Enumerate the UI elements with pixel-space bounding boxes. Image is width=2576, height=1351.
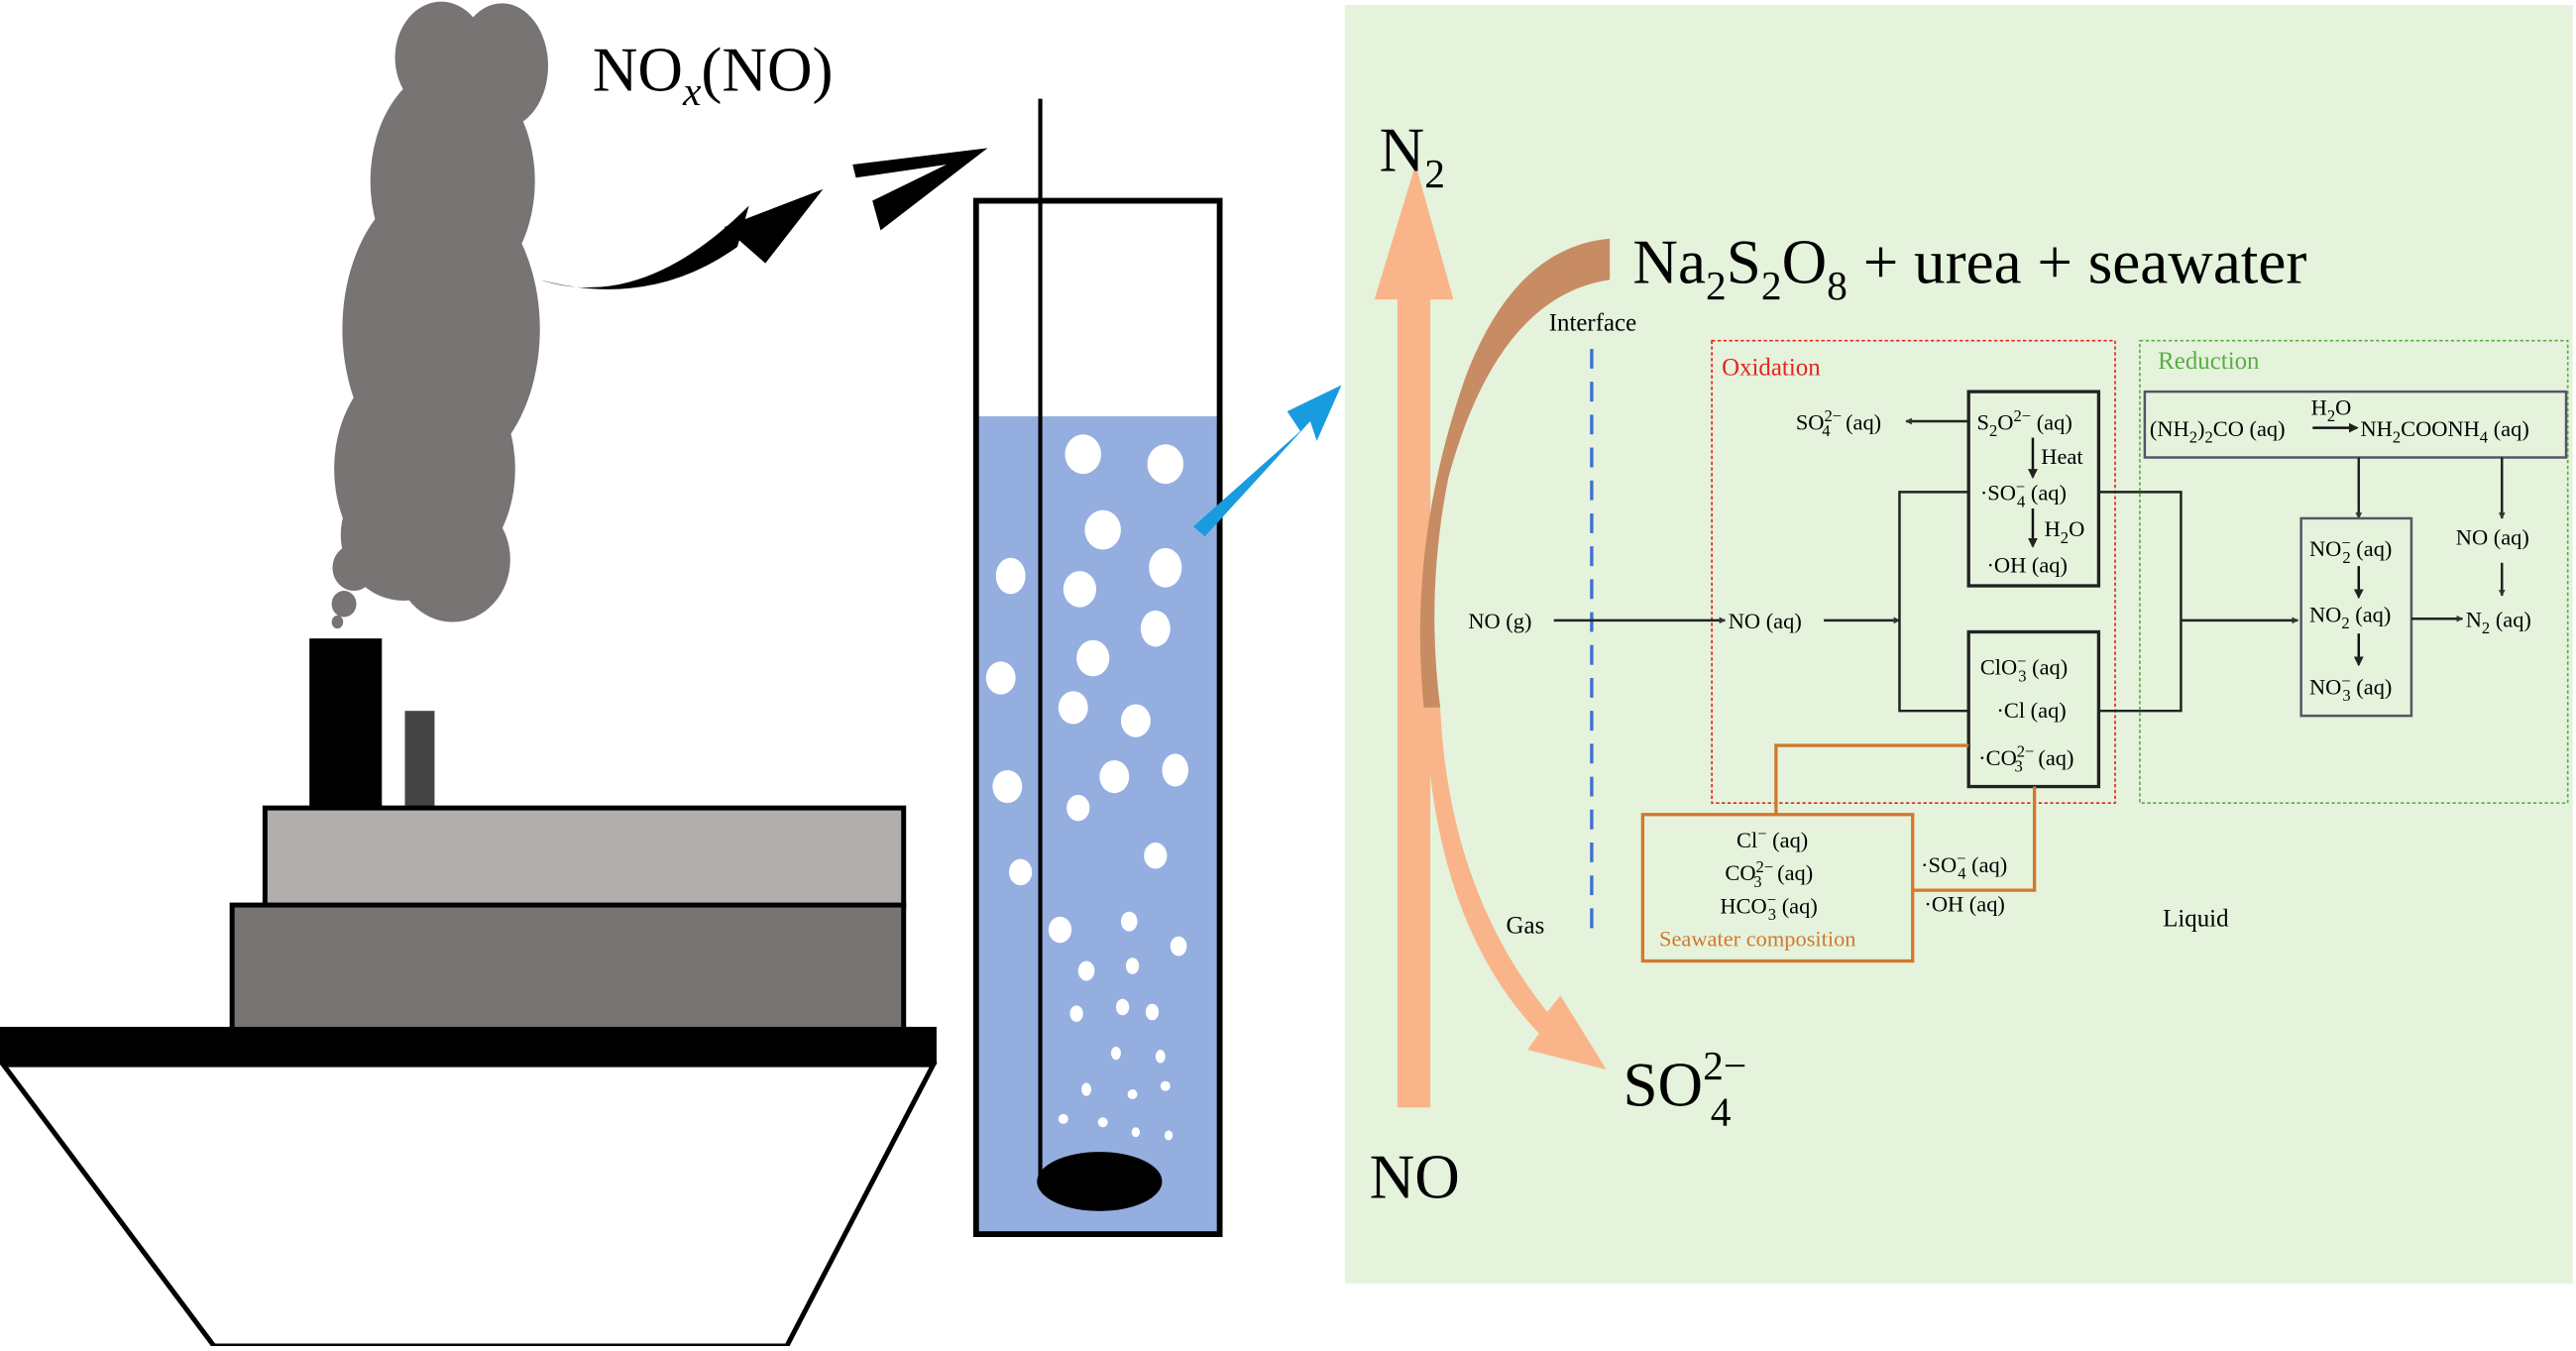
- co3-radical-species: ·CO2−3 (aq): [1978, 742, 2073, 776]
- zoom-arrow-icon: [1193, 385, 1342, 537]
- persulfate-box: [1966, 390, 2101, 588]
- liquid-label: Liquid: [2163, 906, 2229, 933]
- seawater-hco3: HCO−3 (aq): [1720, 890, 1817, 924]
- heat-label: Heat: [2041, 444, 2083, 469]
- ship-hull: [0, 1062, 938, 1349]
- no2-species: NO2 (aq): [2309, 603, 2391, 633]
- seawater-cl: Cl− (aq): [1736, 825, 1808, 852]
- so4-radical-species: ·SO−4 (aq): [1980, 477, 2067, 510]
- reactor-column-icon: [972, 98, 1223, 1238]
- clo3-species: ClO−3 (aq): [1980, 651, 2068, 685]
- n2-label: N2: [1380, 116, 1445, 197]
- no-gas-species: NO (g): [1468, 609, 1531, 633]
- interface-label: Interface: [1549, 310, 1636, 337]
- n2-aq-species: N2 (aq): [2466, 608, 2531, 638]
- ship-icon: [0, 638, 938, 1349]
- cl-radical-species: ·Cl (aq): [1996, 698, 2066, 723]
- no3-minus-species: NO−3 (aq): [2309, 671, 2392, 705]
- water-label: H2O: [2045, 516, 2085, 547]
- ship-lower-deck: [229, 902, 907, 1033]
- smoke-cloud-icon: [331, 1, 549, 629]
- ship-deck-rail: [0, 1026, 937, 1066]
- ship-funnel: [309, 638, 383, 810]
- ship-mast: [404, 711, 435, 810]
- seawater-side-so4: ·SO−4 (aq): [1921, 849, 2007, 883]
- sulfate-curve-icon: [1425, 707, 1607, 1070]
- reduction-region: [2139, 339, 2569, 804]
- reduction-title: Reduction: [2158, 348, 2260, 375]
- hydrolysis-water: H2O: [2311, 394, 2352, 425]
- oxidation-region: [1711, 339, 2116, 804]
- sulfate-label: SO2−4: [1623, 1043, 1746, 1134]
- branch-connector: [1898, 491, 1969, 713]
- urea-species: (NH2)2CO (aq): [2150, 416, 2286, 447]
- gas-label: Gas: [1507, 912, 1545, 939]
- oxidation-title: Oxidation: [1722, 355, 1821, 382]
- reagent-curve-icon: [1419, 238, 1611, 708]
- radical-to-seawater-line: [1912, 786, 2037, 892]
- to-reduction-connector: [2098, 491, 2183, 713]
- reagent-label: Na2S2O8 + urea + seawater: [1632, 228, 2306, 309]
- seawater-co3: CO2−3 (aq): [1725, 857, 1813, 891]
- flow-arrow-icon: [539, 148, 988, 289]
- no-label: NO: [1370, 1143, 1460, 1212]
- urea-box: [2143, 390, 2568, 459]
- bubbles: [985, 434, 1189, 1141]
- seawater-title: Seawater composition: [1659, 927, 1856, 952]
- nitrogen-oxides-box: [2299, 516, 2413, 718]
- ship-upper-deck: [262, 805, 907, 910]
- up-arrow-icon: [1374, 165, 1454, 1108]
- seawater-box: [1640, 813, 1915, 963]
- carbamate-species: NH2COONH4 (aq): [2360, 416, 2528, 447]
- seawater-to-chlorine-line: [1774, 743, 1969, 815]
- s2o8-species: S2O2− (aq): [1977, 406, 2072, 440]
- oh-radical-species: ·OH (aq): [1986, 553, 2068, 578]
- mechanism-panel: [1344, 4, 2573, 1284]
- no-aq-species: NO (aq): [1729, 609, 1802, 633]
- no2-minus-species: NO−2 (aq): [2309, 533, 2392, 567]
- so4-product: SO2−4 (aq): [1796, 406, 1881, 440]
- seawater-side-oh: ·OH (aq): [1924, 892, 2005, 917]
- cloud-label: NOx(NO): [593, 35, 834, 114]
- no-aq-reduction-species: NO (aq): [2456, 525, 2529, 550]
